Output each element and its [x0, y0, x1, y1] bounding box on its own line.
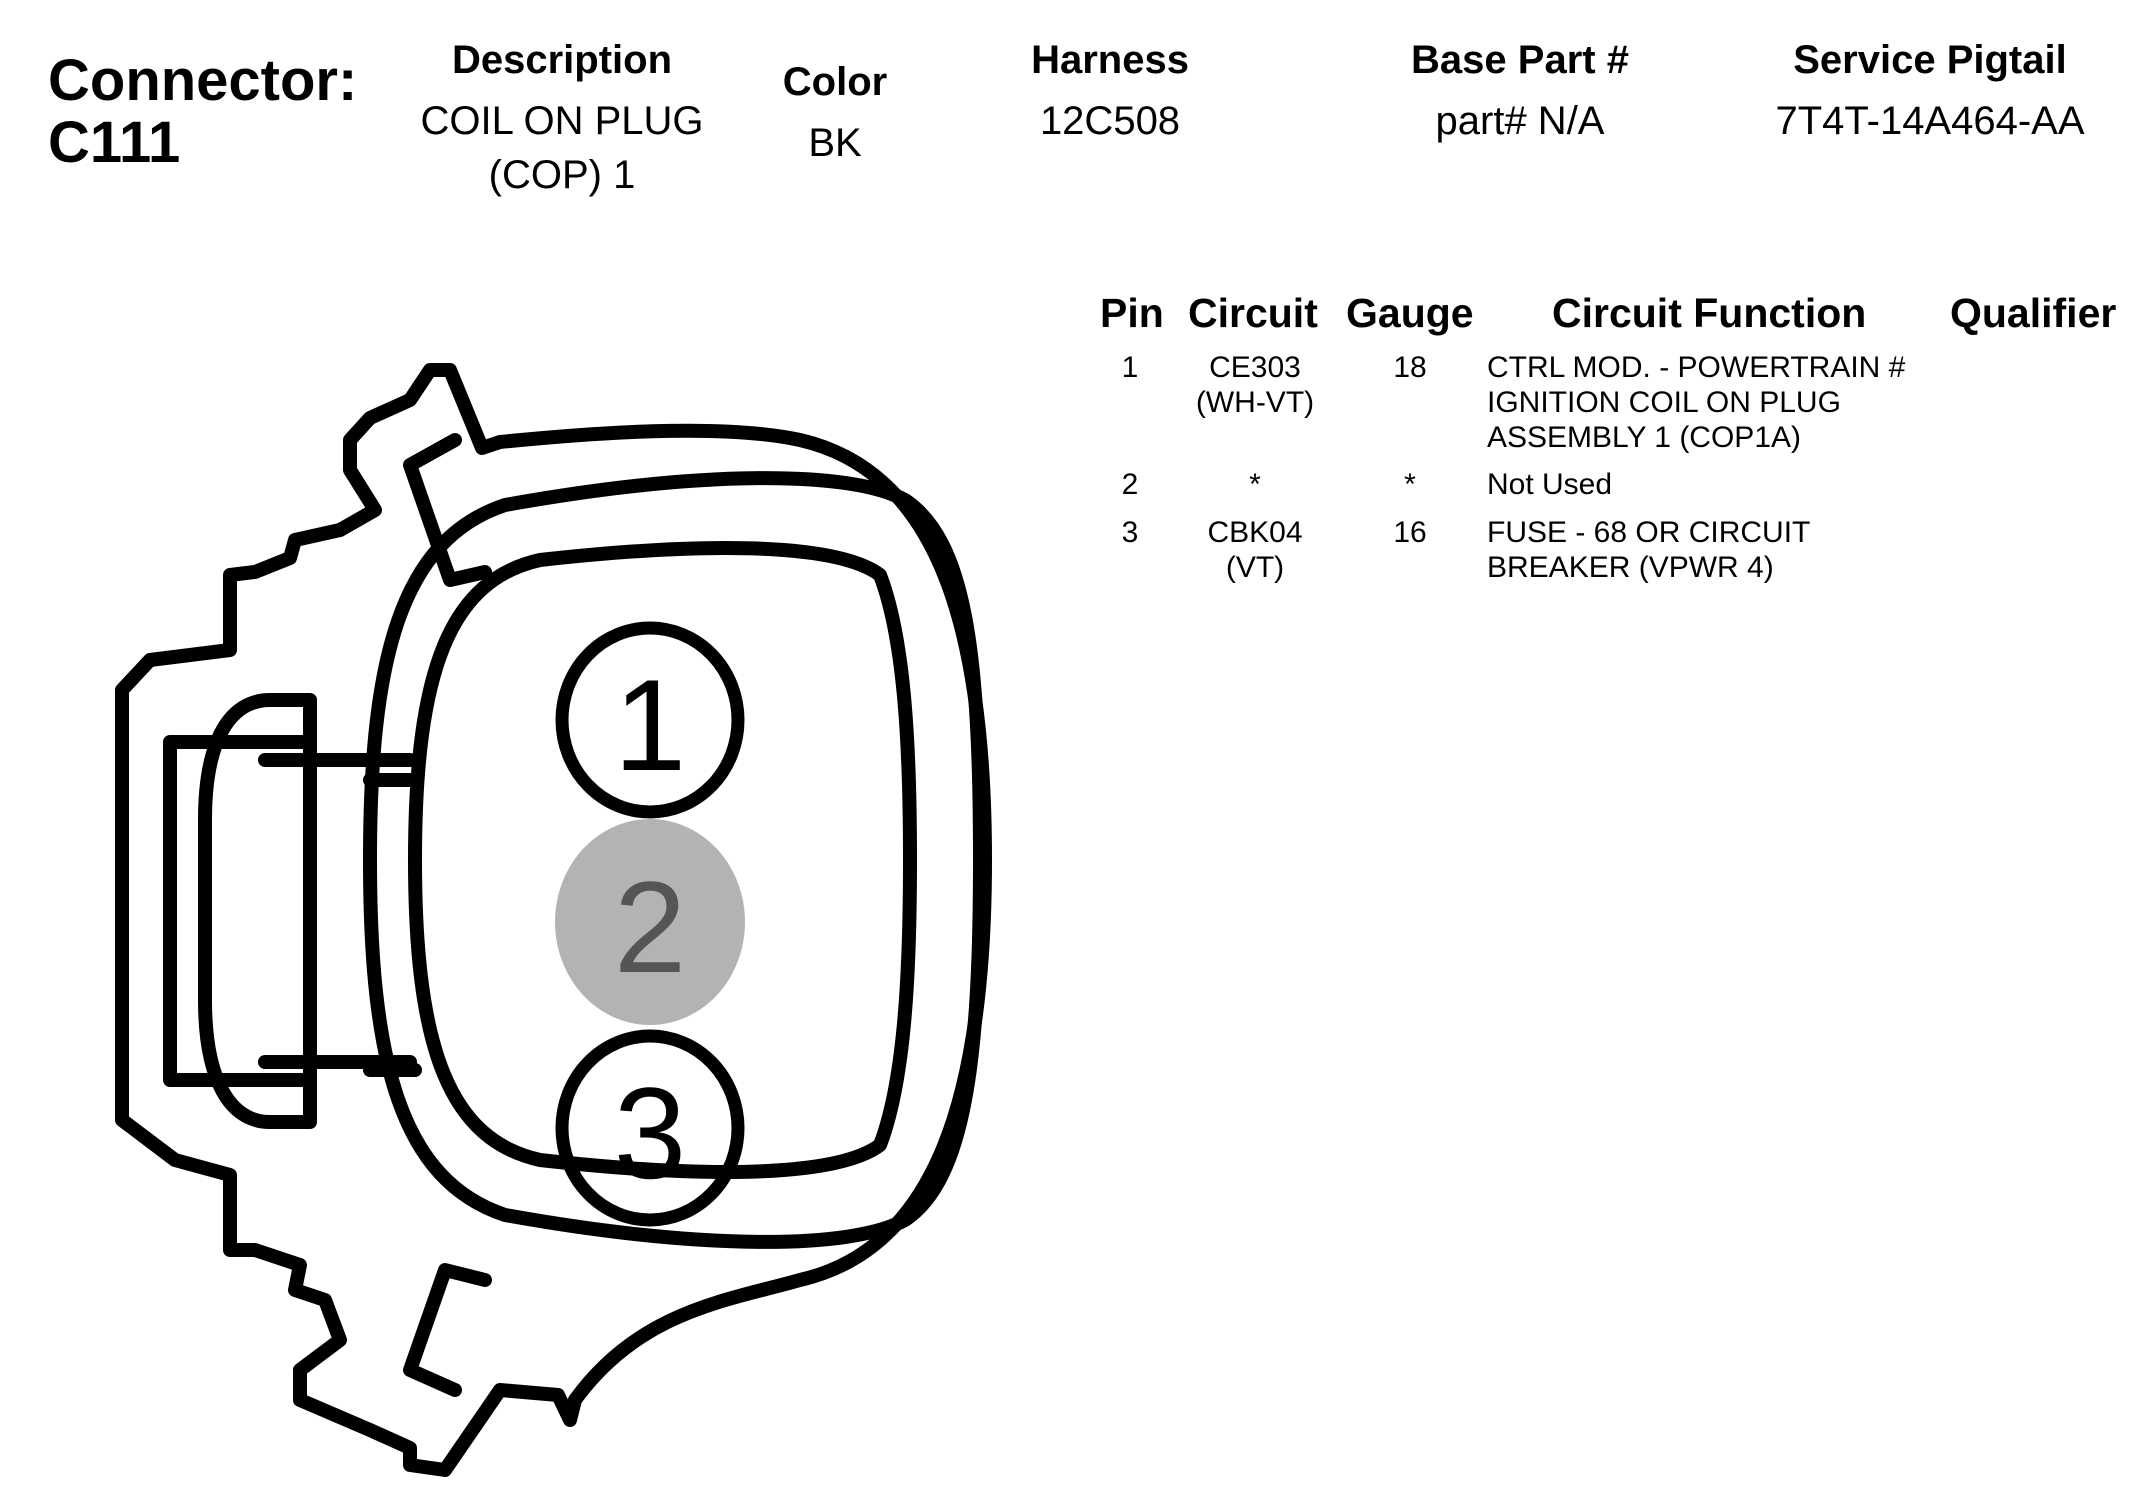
connector-housing-outline [115, 363, 992, 1477]
harness-label: Harness [1031, 38, 1189, 82]
connector-label: Connector: [48, 48, 358, 113]
circuit-cell: CE303 [1209, 351, 1301, 384]
connector-face-diagram: 1 2 3 [115, 363, 992, 1477]
connector-middle-outline [363, 471, 987, 1249]
col-header-pin: Pin [1100, 290, 1164, 336]
description-line2: (COP) 1 [488, 153, 636, 197]
base-part-value: part# N/A [1435, 99, 1605, 143]
pin-label: 2 [614, 854, 686, 1000]
function-cell: FUSE - 68 OR CIRCUIT [1487, 516, 1811, 549]
circuit-cell: * [1249, 468, 1261, 501]
pin-2-cavity: 2 [555, 819, 745, 1025]
latch-tab-slot [258, 753, 417, 1069]
function-cell: Not Used [1487, 468, 1613, 501]
gauge-cell: 16 [1393, 516, 1427, 549]
latch-ridge [403, 1263, 492, 1397]
function-cell: IGNITION COIL ON PLUG [1487, 386, 1841, 419]
pin-cavity-circle [555, 819, 745, 1025]
circuit-cell: CBK04 [1207, 516, 1303, 549]
gauge-cell: * [1404, 468, 1416, 501]
description-line1: COIL ON PLUG [420, 99, 704, 143]
pin-label: 1 [614, 652, 686, 798]
circuit-color-cell: (VT) [1225, 551, 1285, 584]
connector-id: C111 [48, 110, 181, 175]
function-cell: BREAKER (VPWR 4) [1487, 551, 1774, 584]
col-header-gauge: Gauge [1346, 290, 1474, 336]
harness-value: 12C508 [1039, 99, 1181, 143]
function-cell: CTRL MOD. - POWERTRAIN # [1487, 351, 1906, 384]
latch-arm [163, 735, 317, 1087]
pin-1-cavity: 1 [555, 621, 745, 819]
latch-ridge [403, 433, 492, 587]
description-label: Description [451, 38, 673, 82]
service-pigtail-label: Service Pigtail [1793, 38, 2067, 82]
base-part-label: Base Part # [1411, 38, 1629, 82]
pin-cell: 2 [1121, 468, 1139, 501]
pin-cavity-circle [555, 1029, 745, 1227]
color-value: BK [808, 121, 862, 165]
service-pigtail-value: 7T4T-14A464-AA [1775, 99, 2085, 143]
col-header-qualifier: Qualifier [1950, 290, 2117, 336]
pin-cavity-circle [555, 621, 745, 819]
connector-body-divider [363, 773, 422, 1077]
gauge-cell: 18 [1393, 351, 1427, 384]
pin-cell: 3 [1121, 516, 1139, 549]
pin-label: 3 [614, 1060, 686, 1206]
color-label: Color [782, 60, 888, 104]
connector-inner-outline [408, 541, 917, 1179]
pin-3-cavity: 3 [555, 1029, 745, 1227]
circuit-color-cell: (WH-VT) [1195, 386, 1315, 419]
col-header-circuit: Circuit [1188, 290, 1318, 336]
col-header-circuit-function: Circuit Function [1552, 290, 1867, 336]
pin-cell: 1 [1121, 351, 1139, 384]
function-cell: ASSEMBLY 1 (COP1A) [1487, 421, 1802, 454]
latch-tab [198, 693, 317, 1129]
